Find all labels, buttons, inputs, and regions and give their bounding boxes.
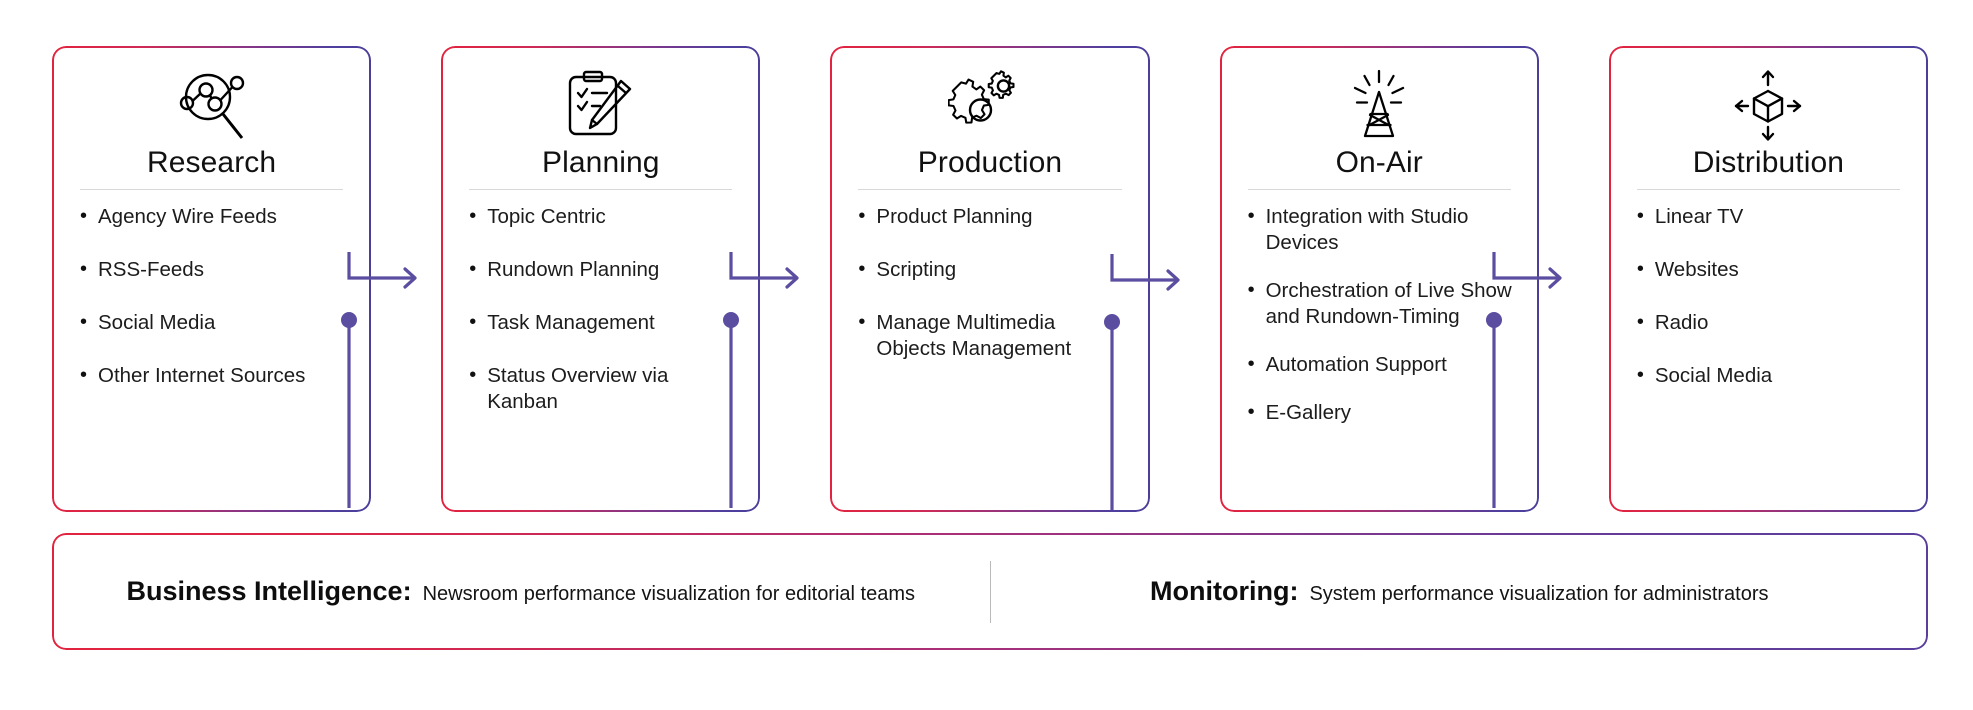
banner-divider: [989, 560, 991, 623]
list-item: Social Media: [1635, 362, 1902, 389]
list-item: Social Media: [78, 309, 345, 336]
banner-description-business-intelligence: Newsroom performance visualization for e…: [422, 583, 915, 605]
divider: [1247, 189, 1511, 190]
list-item: Rundown Planning: [467, 256, 734, 283]
banner-section-monitoring[interactable]: Monitoring: System performance visualiza…: [991, 576, 1929, 607]
broadcast-tower-icon: [1246, 68, 1513, 144]
gears-icon: [856, 68, 1123, 144]
list-item: Radio: [1635, 309, 1902, 336]
banner-section-business-intelligence[interactable]: Business Intelligence: Newsroom performa…: [52, 576, 990, 607]
list-item: RSS-Feeds: [78, 256, 345, 283]
list-item: Linear TV: [1635, 203, 1902, 230]
divider: [1636, 189, 1901, 190]
page-title-production: Production: [917, 146, 1063, 179]
list-item: Scripting: [856, 256, 1123, 283]
cube-arrows-icon: [1635, 68, 1902, 144]
divider: [858, 189, 1122, 190]
banner-label-monitoring: Monitoring:: [1149, 576, 1299, 606]
page-title-planning: Planning: [542, 146, 660, 179]
list-item: Automation Support: [1246, 351, 1513, 378]
list-item: Integration with Studio Devices: [1246, 203, 1513, 256]
list-item: Websites: [1635, 256, 1902, 283]
list-item: Orchestration of Live Show and Rundown-T…: [1246, 277, 1513, 330]
page-title-on-air: On-Air: [1335, 146, 1423, 179]
list-item: E-Gallery: [1246, 399, 1513, 426]
stage-card-research[interactable]: Research Agency Wire Feeds RSS-Feeds Soc…: [52, 46, 372, 512]
clipboard-pencil-icon: [467, 68, 734, 144]
magnifier-network-icon: [78, 68, 345, 144]
stage-card-planning[interactable]: Planning Topic Centric Rundown Planning …: [441, 46, 761, 512]
bullet-list-planning: Topic Centric Rundown Planning Task Mana…: [467, 203, 734, 415]
stage-cards-row: Research Agency Wire Feeds RSS-Feeds Soc…: [52, 46, 1929, 512]
list-item: Status Overview via Kanban: [467, 362, 734, 415]
page-title-distribution: Distribution: [1692, 146, 1845, 179]
stage-card-production[interactable]: Production Product Planning Scripting Ma…: [830, 46, 1150, 512]
divider: [469, 189, 733, 190]
divider: [80, 189, 344, 190]
stage-card-distribution[interactable]: Distribution Linear TV Websites Radio So…: [1608, 46, 1929, 512]
page-title-research: Research: [147, 146, 277, 179]
list-item: Manage Multimedia Objects Management: [856, 309, 1123, 362]
list-item: Task Management: [467, 309, 734, 336]
banner-description-monitoring: System performance visualization for adm…: [1309, 583, 1769, 605]
bullet-list-production: Product Planning Scripting Manage Multim…: [856, 203, 1123, 362]
list-item: Topic Centric: [467, 203, 734, 230]
stage-card-on-air[interactable]: On-Air Integration with Studio Devices O…: [1219, 46, 1539, 512]
bullet-list-research: Agency Wire Feeds RSS-Feeds Social Media…: [78, 203, 345, 389]
banner-label-business-intelligence: Business Intelligence:: [126, 576, 412, 606]
list-item: Product Planning: [856, 203, 1123, 230]
list-item: Agency Wire Feeds: [78, 203, 345, 230]
bottom-banner: Business Intelligence: Newsroom performa…: [52, 533, 1928, 650]
bullet-list-on-air: Integration with Studio Devices Orchestr…: [1246, 203, 1513, 426]
list-item: Other Internet Sources: [78, 362, 345, 389]
bullet-list-distribution: Linear TV Websites Radio Social Media: [1635, 203, 1902, 389]
